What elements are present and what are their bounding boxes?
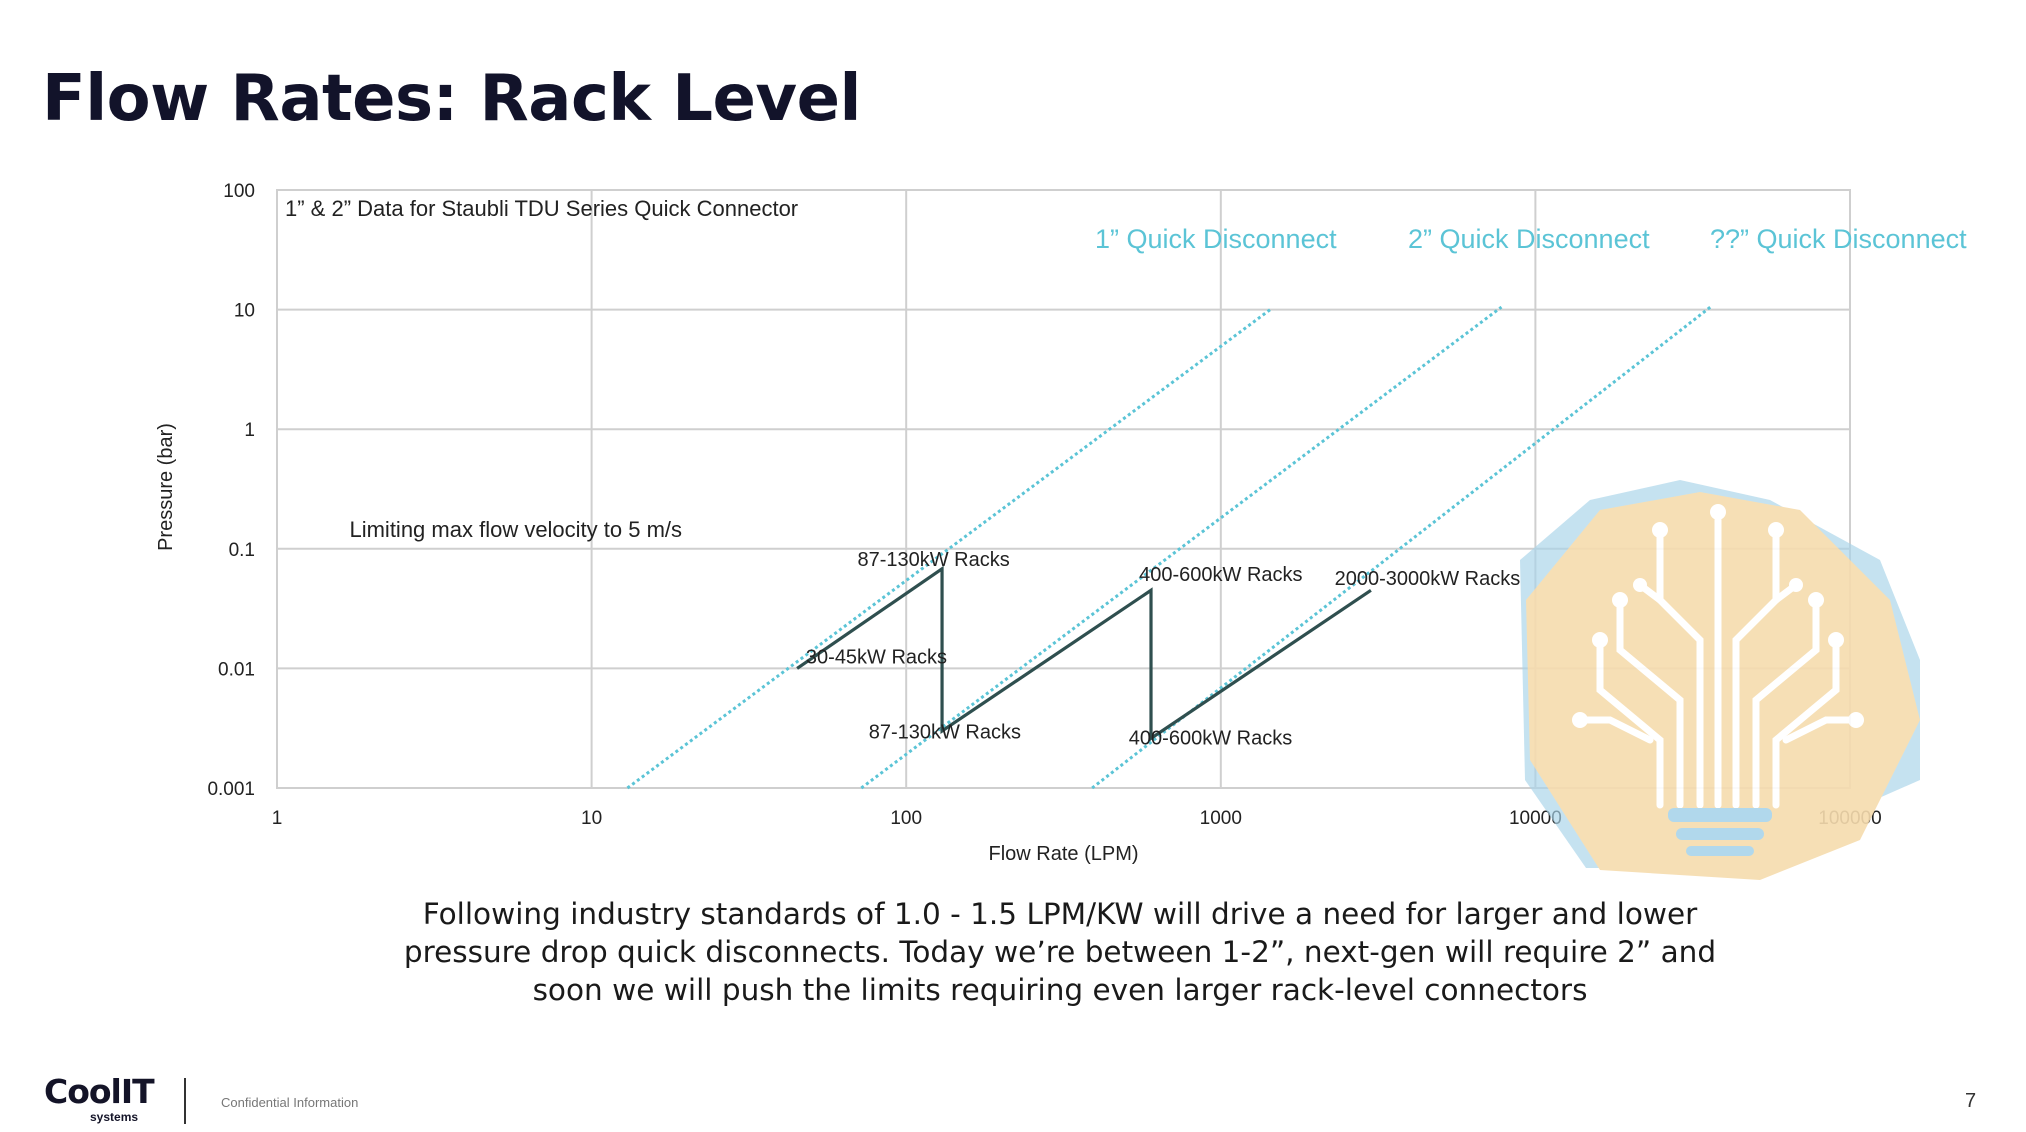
y-tick-label: 1 bbox=[244, 420, 255, 441]
y-tick-label: 10 bbox=[234, 301, 255, 322]
x-axis-label: Flow Rate (LPM) bbox=[988, 843, 1138, 865]
x-tick-label: 1000 bbox=[1200, 808, 1242, 829]
rack-label: 400-600kW Racks bbox=[1129, 728, 1292, 750]
x-tick-label: 1 bbox=[272, 808, 283, 829]
slide-caption: Following industry standards of 1.0 - 1.… bbox=[330, 895, 1790, 1009]
coolit-logo-subtitle: systems bbox=[90, 1110, 139, 1124]
caption-line: Following industry standards of 1.0 - 1.… bbox=[422, 897, 1698, 931]
rack-label: 2000-3000kW Racks bbox=[1335, 568, 1521, 590]
qd-series-line bbox=[860, 305, 1503, 790]
chart-title: 1” & 2” Data for Staubli TDU Series Quic… bbox=[285, 196, 798, 221]
y-tick-label: 100 bbox=[223, 181, 255, 202]
rack-label: 87-130kW Racks bbox=[869, 721, 1021, 743]
rack-label: 30-45kW Racks bbox=[806, 646, 947, 668]
caption-line: pressure drop quick disconnects. Today w… bbox=[403, 935, 1717, 969]
x-tick-label: 100 bbox=[890, 808, 922, 829]
y-tick-label: 0.001 bbox=[207, 779, 255, 800]
coolit-logo: CoolIT bbox=[44, 1072, 155, 1111]
caption-line: soon we will push the limits requiring e… bbox=[532, 973, 1588, 1007]
qd-series-label: 1” Quick Disconnect bbox=[1095, 224, 1337, 254]
qd-series-line bbox=[626, 307, 1273, 790]
confidential-label: Confidential Information bbox=[221, 1095, 359, 1110]
x-tick-label: 10 bbox=[581, 808, 602, 829]
rack-label: 87-130kW Racks bbox=[857, 549, 1009, 571]
rack-flow-path bbox=[796, 565, 1372, 742]
page-number: 7 bbox=[1965, 1090, 1977, 1112]
y-tick-label: 0.1 bbox=[229, 540, 255, 561]
slide-title: Flow Rates: Rack Level bbox=[42, 62, 861, 136]
watermark-bulb-icon bbox=[1520, 480, 1920, 880]
rack-label: 400-600kW Racks bbox=[1139, 564, 1302, 586]
qd-series-label: ??” Quick Disconnect bbox=[1710, 224, 1967, 254]
y-tick-label: 0.01 bbox=[218, 659, 255, 680]
velocity-annotation: Limiting max flow velocity to 5 m/s bbox=[349, 517, 682, 542]
footer-divider bbox=[184, 1078, 186, 1124]
y-axis-label: Pressure (bar) bbox=[155, 423, 177, 551]
qd-series-label: 2” Quick Disconnect bbox=[1408, 224, 1650, 254]
qd-series-line bbox=[1091, 305, 1712, 790]
